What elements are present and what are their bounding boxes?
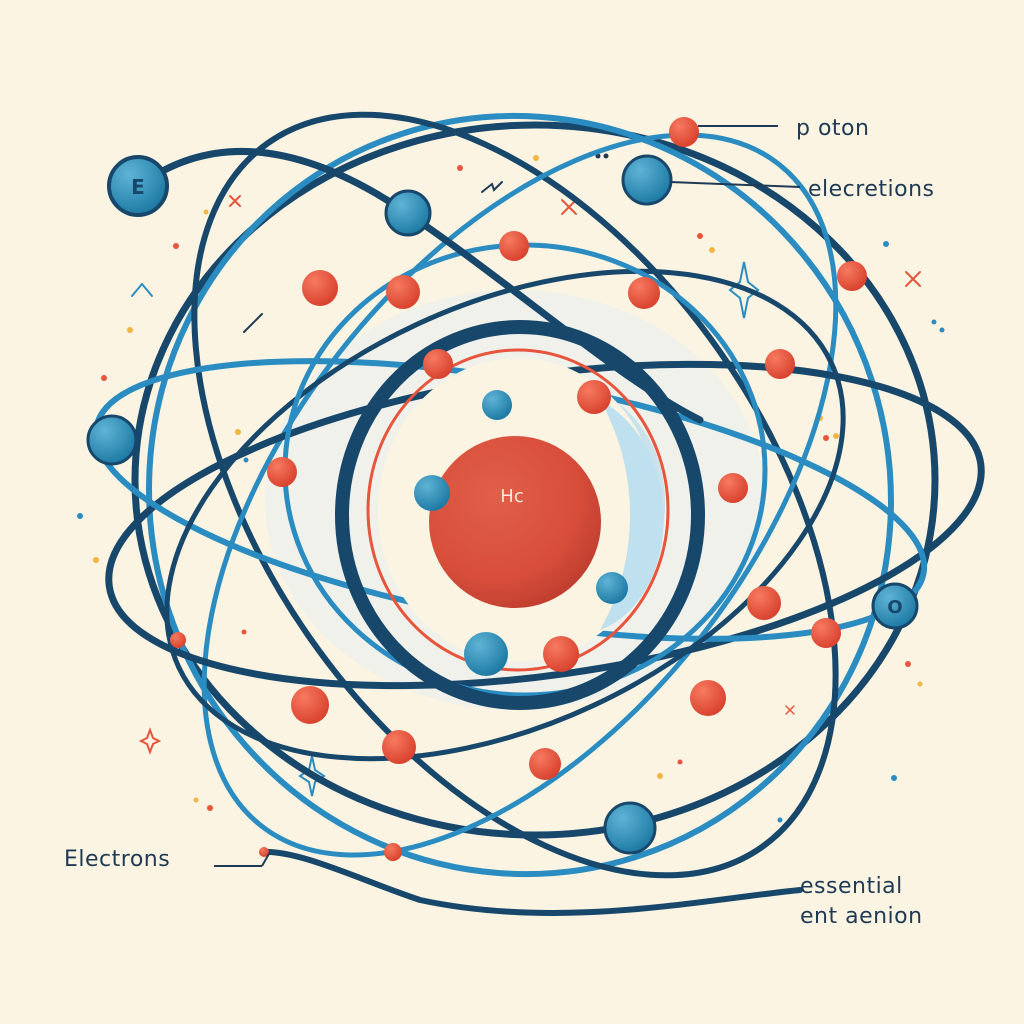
proton <box>765 349 795 379</box>
proton <box>259 847 269 857</box>
inner-electrons <box>414 390 628 676</box>
proton <box>669 117 699 147</box>
nucleus-label: Hc <box>500 486 523 507</box>
proton <box>811 618 841 648</box>
label-proton: p oton <box>796 116 869 141</box>
electron-corner <box>107 155 169 217</box>
electron <box>464 632 508 676</box>
labels: p oton elecretions Electrons essential e… <box>64 116 934 929</box>
electron <box>384 189 432 237</box>
label-electrons-left: Electrons <box>64 847 170 872</box>
outer-electrons: E O <box>86 154 919 855</box>
label-electrons-top: elecretions <box>808 177 934 202</box>
proton <box>577 380 611 414</box>
proton <box>837 261 867 291</box>
label-essential-line1: essential <box>800 874 903 899</box>
proton <box>423 349 453 379</box>
corner-electron-label: E <box>131 175 145 199</box>
proton <box>718 473 748 503</box>
proton <box>267 457 297 487</box>
electron <box>482 390 512 420</box>
proton <box>747 586 781 620</box>
label-essential-line2: ent aenion <box>800 904 923 929</box>
protons <box>170 117 867 861</box>
orbits <box>92 111 985 916</box>
right-electron-label: O <box>887 597 902 618</box>
electron <box>621 154 673 206</box>
proton <box>499 231 529 261</box>
proton <box>529 748 561 780</box>
proton <box>386 275 420 309</box>
proton <box>543 636 579 672</box>
proton <box>291 686 329 724</box>
nucleus: Hc <box>429 436 601 608</box>
electron <box>603 801 657 855</box>
leader-lines <box>214 125 801 867</box>
proton <box>170 632 186 648</box>
electron <box>596 572 628 604</box>
proton <box>384 843 402 861</box>
proton <box>302 270 338 306</box>
electron <box>414 475 450 511</box>
proton <box>382 730 416 764</box>
proton <box>628 277 660 309</box>
electron-right <box>871 582 919 630</box>
sparkles <box>131 181 921 797</box>
proton <box>690 680 726 716</box>
electron <box>86 414 138 466</box>
